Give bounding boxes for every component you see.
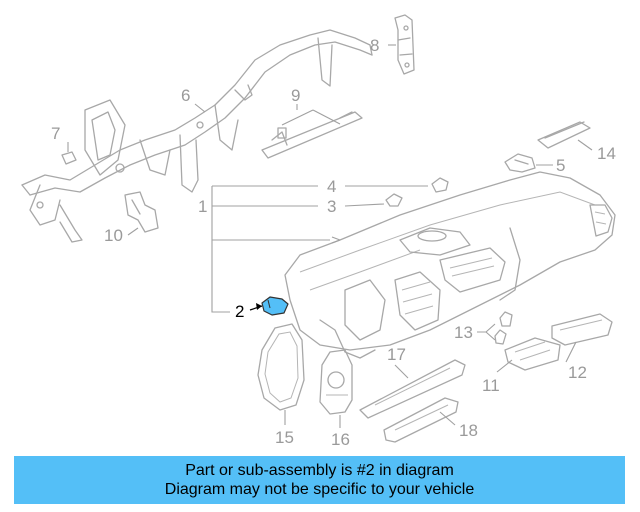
part-17 — [359, 359, 466, 419]
part-11 — [504, 337, 561, 371]
instrument-panel-part-1 — [284, 171, 616, 359]
callout-5: 5 — [556, 156, 565, 175]
parts-diagram: 8 6 9 7 14 5 4 1 3 10 2 13 17 12 11 18 1… — [21, 14, 616, 449]
callout-6: 6 — [181, 86, 190, 105]
part-16 — [319, 349, 353, 415]
info-banner: Part or sub-assembly is #2 in diagram Di… — [14, 456, 625, 504]
part-12 — [551, 313, 613, 346]
part-15 — [257, 323, 305, 411]
part-18 — [383, 397, 459, 443]
callout-15: 15 — [275, 428, 294, 447]
part-5 — [504, 153, 536, 173]
clip-part-7 — [61, 151, 77, 165]
callout-3: 3 — [327, 197, 336, 216]
cover-part-14 — [537, 121, 591, 149]
banner-disclaimer-line: Diagram may not be specific to your vehi… — [164, 481, 475, 498]
callout-4: 4 — [327, 177, 336, 196]
bar-part-9 — [261, 111, 363, 159]
callout-16: 16 — [331, 430, 350, 449]
callout-12: 12 — [568, 363, 587, 382]
clip-part-3 — [385, 193, 403, 207]
banner-part-line: Part or sub-assembly is #2 in diagram — [185, 462, 454, 479]
callout-7: 7 — [51, 124, 60, 143]
leader-lines — [67, 44, 593, 428]
clip-part-4 — [431, 177, 449, 193]
callout-8: 8 — [370, 36, 379, 55]
callout-18: 18 — [459, 421, 478, 440]
callout-11: 11 — [482, 376, 500, 395]
callout-10: 10 — [104, 226, 123, 245]
callout-9: 9 — [291, 86, 300, 105]
callout-14: 14 — [597, 144, 616, 163]
bracket-part-10 — [124, 191, 159, 233]
callout-1: 1 — [198, 197, 207, 216]
part-13 — [494, 311, 513, 345]
callout-17: 17 — [387, 345, 406, 364]
reinforcement-beam-part — [21, 29, 373, 243]
bracket-part-8 — [394, 14, 415, 75]
highlighted-part-2 — [261, 296, 289, 316]
callout-13: 13 — [454, 323, 473, 342]
callout-2: 2 — [235, 302, 244, 321]
